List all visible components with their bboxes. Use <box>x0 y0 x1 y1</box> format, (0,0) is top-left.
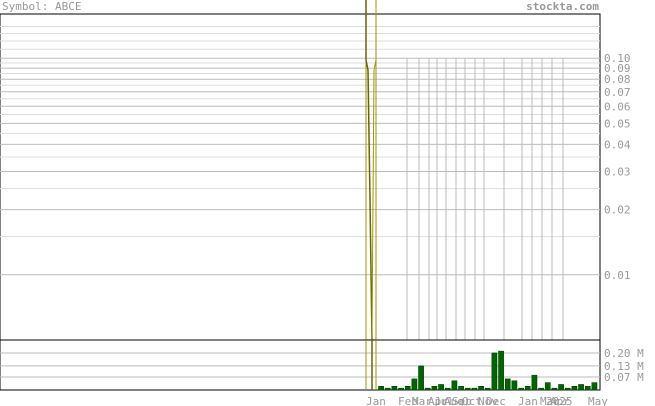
volume-bar <box>418 365 424 391</box>
price-tick-label: 0.10 <box>604 52 631 65</box>
x-tick-label: Nov <box>478 395 498 406</box>
volume-bar <box>451 380 458 391</box>
volume-bar <box>444 387 451 391</box>
volume-bar <box>538 387 544 391</box>
x-tick-label: Mar <box>412 395 432 406</box>
x-tick-label: Apr <box>550 395 570 406</box>
volume-bar <box>458 386 464 391</box>
volume-bar <box>544 382 551 391</box>
price-tick-label: 0.09 <box>604 62 631 75</box>
x-tick-label: Sep <box>452 395 472 406</box>
price-tick-label: 0.04 <box>604 138 631 151</box>
volume-bar <box>551 387 558 391</box>
ema-line-20 <box>371 0 377 341</box>
price-tick-label: 0.05 <box>604 117 631 130</box>
price-tick-label: 0.01 <box>604 269 631 282</box>
site-name[interactable]: stockta.com <box>526 0 599 13</box>
volume-bar <box>531 374 538 391</box>
price-tick-label: 0.08 <box>604 73 631 86</box>
x-tick-label: Apr <box>428 395 448 406</box>
price-tick-label: 0.03 <box>604 165 631 178</box>
symbol-label: Symbol: ABCE <box>2 0 81 13</box>
x-tick-label: Oct <box>462 395 482 406</box>
volume-bar <box>404 386 411 391</box>
x-tick-label: May <box>588 395 608 406</box>
volume-bar <box>504 378 511 391</box>
volume-tick-label: 0.07 M <box>604 371 644 384</box>
volume-panel: 0.20 M0.13 M0.07 M <box>0 339 644 391</box>
volume-bar <box>411 378 418 391</box>
x-tick-label: 2025 <box>546 395 573 406</box>
volume-bar <box>391 386 398 391</box>
volume-bar <box>564 387 571 391</box>
volume-bar <box>464 387 471 391</box>
volume-bar <box>424 387 431 391</box>
x-tick-label: Jan <box>366 395 386 406</box>
volume-bar <box>398 387 404 391</box>
volume-bar <box>491 352 498 391</box>
volume-bar <box>558 384 564 391</box>
volume-bar <box>584 386 591 391</box>
volume-bar <box>511 380 518 391</box>
price-line <box>365 0 373 341</box>
x-tick-label: Dec <box>486 395 506 406</box>
volume-bar <box>498 350 504 391</box>
volume-bar <box>484 387 491 391</box>
volume-bar <box>578 384 584 391</box>
volume-bar <box>478 386 484 391</box>
x-tick-label: Feb <box>398 395 418 406</box>
price-tick-label: 0.07 <box>604 86 631 99</box>
volume-bar <box>571 386 578 391</box>
x-tick-label: Aug <box>444 395 464 406</box>
price-panel: 0.100.090.080.070.06 0.05 0.04 0.03 0.02 0.01 <box>0 0 631 341</box>
x-tick-label: Mar <box>540 395 560 406</box>
volume-bar <box>431 386 438 391</box>
volume-bar <box>438 384 444 391</box>
volume-bar <box>524 386 531 391</box>
price-tick-label: 0.06 <box>604 100 631 113</box>
volume-tick-label: 0.20 M <box>604 347 644 360</box>
volume-tick-label: 0.13 M <box>604 360 644 373</box>
volume-bar <box>518 387 524 391</box>
volume-bar <box>591 382 598 391</box>
x-tick-label: Jul <box>434 395 454 406</box>
price-tick-label: 0.02 <box>604 204 631 217</box>
volume-bar <box>378 386 384 391</box>
volume-bar <box>471 387 478 391</box>
x-tick-label: Jan <box>518 395 538 406</box>
volume-bar <box>384 387 391 391</box>
